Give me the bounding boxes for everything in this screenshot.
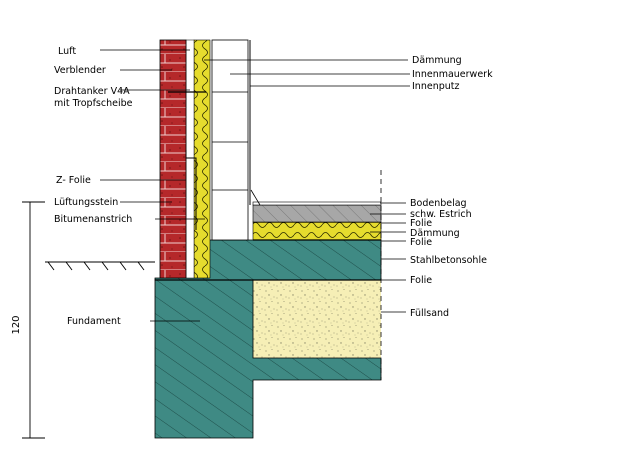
label-innenputz: Innenputz	[412, 81, 459, 92]
innenmauerwerk-wall	[211, 39, 249, 241]
label-drahtanker-2: mit Tropfscheibe	[54, 98, 133, 109]
bodenbelag-layer	[252, 201, 382, 206]
innenputz-line-2	[250, 189, 261, 206]
label-verblender: Verblender	[54, 65, 106, 76]
innenmauerwerk-joints	[212, 91, 248, 191]
fuellsand-area	[253, 280, 381, 358]
daemmung-floor-layer	[252, 221, 382, 241]
label-daemmung-top: Dämmung	[412, 55, 462, 66]
dimension-120	[22, 201, 45, 439]
label-bodenbelag: Bodenbelag	[410, 198, 467, 209]
estrich-layer	[252, 204, 382, 223]
label-fundament: Fundament	[67, 316, 121, 327]
label-z-folie: Z- Folie	[56, 175, 91, 186]
label-drahtanker-1: Drahtanker V4A	[54, 86, 130, 97]
label-folie-1: Folie	[410, 218, 432, 229]
left-leaders	[100, 49, 205, 322]
label-schw-estrich: schw. Estrich	[410, 209, 472, 220]
label-bitumenanstrich: Bitumenanstrich	[54, 214, 132, 225]
label-stahlbetonsohle: Stahlbetonsohle	[410, 255, 487, 266]
label-innenmauerwerk: Innenmauerwerk	[412, 69, 493, 80]
label-lueftungsstein: Lüftungsstein	[54, 197, 118, 208]
dimension-120-label: 120	[11, 315, 22, 334]
label-folie-2: Folie	[410, 237, 432, 248]
verblender-wall	[159, 39, 187, 279]
label-fuellsand: Füllsand	[410, 308, 449, 319]
ground-line	[45, 261, 155, 271]
luft-gap	[185, 39, 195, 279]
label-daemmung-floor: Dämmung	[410, 228, 460, 239]
label-luft: Luft	[58, 46, 76, 57]
right-leaders	[204, 59, 410, 313]
label-folie-3: Folie	[410, 275, 432, 286]
z-folie-line	[185, 150, 197, 230]
